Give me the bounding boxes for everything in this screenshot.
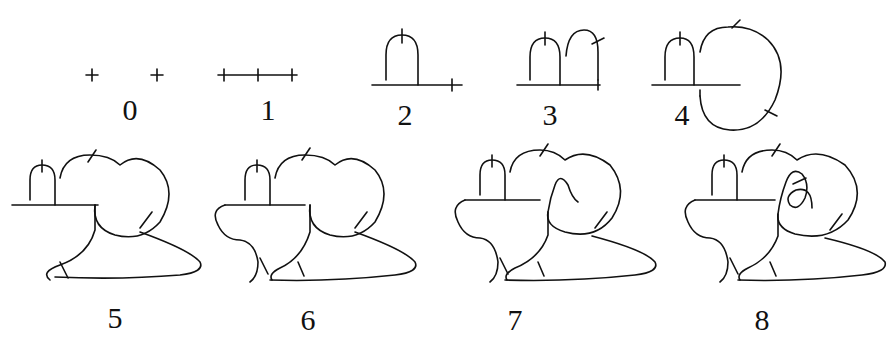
stage-number: 0 xyxy=(123,95,138,125)
stage-2 xyxy=(372,29,462,91)
stage-number: 7 xyxy=(508,305,523,335)
stage-8 xyxy=(685,144,885,282)
stage-number: 4 xyxy=(675,100,690,130)
stage-0 xyxy=(86,69,163,81)
stage-7 xyxy=(455,144,656,282)
stage-3 xyxy=(517,30,604,90)
stage-6 xyxy=(215,148,416,282)
stage-5 xyxy=(12,150,201,280)
stage-number: 5 xyxy=(108,303,123,333)
stage-number: 1 xyxy=(261,95,276,125)
stage-number: 2 xyxy=(398,100,413,130)
stage-number: 6 xyxy=(301,305,316,335)
stage-number: 3 xyxy=(543,100,558,130)
stage-4 xyxy=(652,20,781,130)
stage-number: 8 xyxy=(755,305,770,335)
stage-1 xyxy=(218,69,297,81)
